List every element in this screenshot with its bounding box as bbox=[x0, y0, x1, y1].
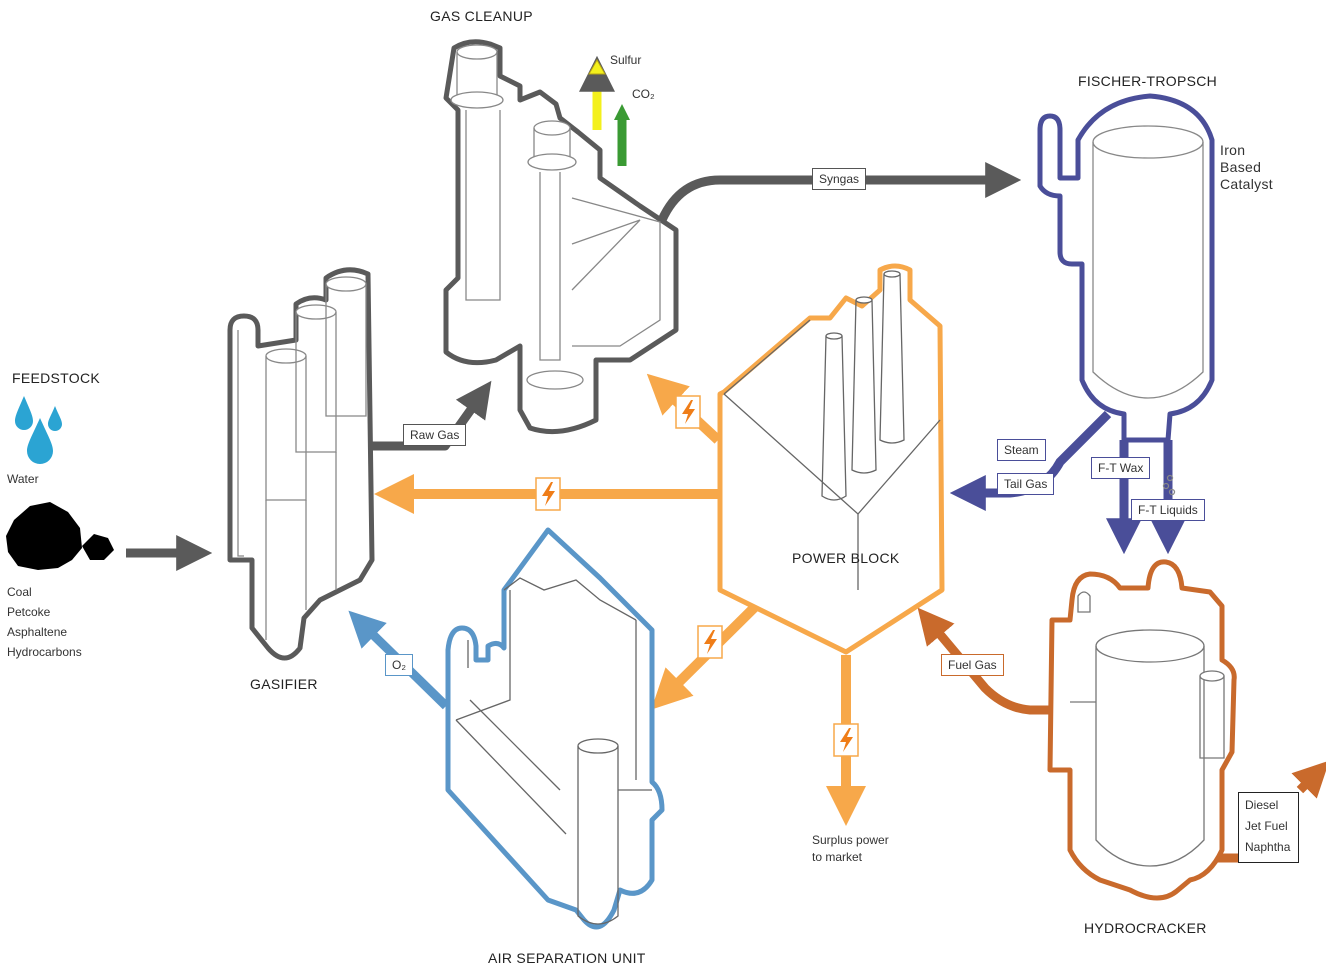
steam-label: Steam bbox=[997, 439, 1046, 461]
gas-cleanup-unit bbox=[443, 39, 679, 435]
air-separation-details bbox=[455, 577, 652, 925]
coal-icon bbox=[6, 502, 114, 570]
catalyst-line: Catalyst bbox=[1220, 176, 1273, 192]
feedstock-item: Hydrocarbons bbox=[7, 645, 82, 659]
syngas-arrow bbox=[657, 162, 1022, 222]
fischer-tropsch-title: FISCHER-TROPSCH bbox=[1078, 73, 1218, 89]
feedstock-title: FEEDSTOCK bbox=[12, 370, 101, 386]
gasifier-unit bbox=[227, 267, 375, 661]
surplus-power-line: Surplus power bbox=[812, 833, 889, 847]
hydrocracker-details bbox=[1070, 591, 1225, 867]
air-separation-title: AIR SEPARATION UNIT bbox=[488, 950, 646, 966]
gasifier-details bbox=[237, 276, 367, 640]
power-block-details bbox=[723, 270, 941, 590]
feedstock-item: Petcoke bbox=[7, 605, 51, 619]
o2-label: O₂ bbox=[385, 654, 413, 676]
power-badges bbox=[535, 395, 859, 757]
co2-label: CO₂ bbox=[632, 87, 655, 101]
catalyst-line: Based bbox=[1220, 159, 1262, 175]
feedstock-item: Coal bbox=[7, 585, 32, 599]
gas-cleanup-title: GAS CLEANUP bbox=[430, 8, 533, 24]
product-item: Naphtha bbox=[1245, 840, 1291, 854]
power-block-unit bbox=[717, 263, 945, 655]
water-label: Water bbox=[7, 472, 39, 486]
lightning-icon bbox=[697, 625, 723, 659]
surplus-power-line: to market bbox=[812, 850, 863, 864]
raw-gas-arrow bbox=[372, 380, 492, 451]
sulfur-label: Sulfur bbox=[610, 53, 642, 67]
product-item: Diesel bbox=[1245, 798, 1279, 812]
ft-wax-label: F-T Wax bbox=[1091, 457, 1151, 479]
power-block-title: POWER BLOCK bbox=[792, 550, 900, 566]
lightning-icon bbox=[675, 395, 701, 429]
fuel-gas-arrow bbox=[917, 607, 1058, 715]
gasifier-title: GASIFIER bbox=[250, 676, 318, 692]
ft-liquids-label: F-T Liquids bbox=[1131, 499, 1205, 521]
fischer-tropsch-unit bbox=[1037, 93, 1215, 443]
lightning-icon bbox=[535, 477, 561, 511]
gas-cleanup-details bbox=[450, 44, 661, 390]
fuel-gas-label: Fuel Gas bbox=[941, 654, 1004, 676]
hydrocracker-title: HYDROCRACKER bbox=[1084, 920, 1207, 936]
water-drops-icon bbox=[15, 396, 62, 464]
products-exit-arrow bbox=[1291, 760, 1326, 799]
surplus-power-label: Surplus power to market bbox=[812, 832, 889, 866]
air-separation-unit bbox=[445, 527, 665, 930]
products-label: Diesel Jet Fuel Naphtha bbox=[1238, 792, 1300, 863]
raw-gas-label: Raw Gas bbox=[403, 424, 467, 446]
tail-gas-label: Tail Gas bbox=[997, 473, 1055, 495]
feedstock-list: Coal Petcoke Asphaltene Hydrocarbons bbox=[7, 582, 82, 662]
syngas-label: Syngas bbox=[812, 168, 867, 190]
catalyst-line: Iron bbox=[1220, 142, 1246, 158]
feedstock-item: Asphaltene bbox=[7, 625, 68, 639]
product-item: Jet Fuel bbox=[1245, 819, 1288, 833]
catalyst-label: Iron Based Catalyst bbox=[1220, 142, 1273, 193]
lightning-icon bbox=[833, 723, 859, 757]
fischer-tropsch-details bbox=[1092, 125, 1204, 496]
